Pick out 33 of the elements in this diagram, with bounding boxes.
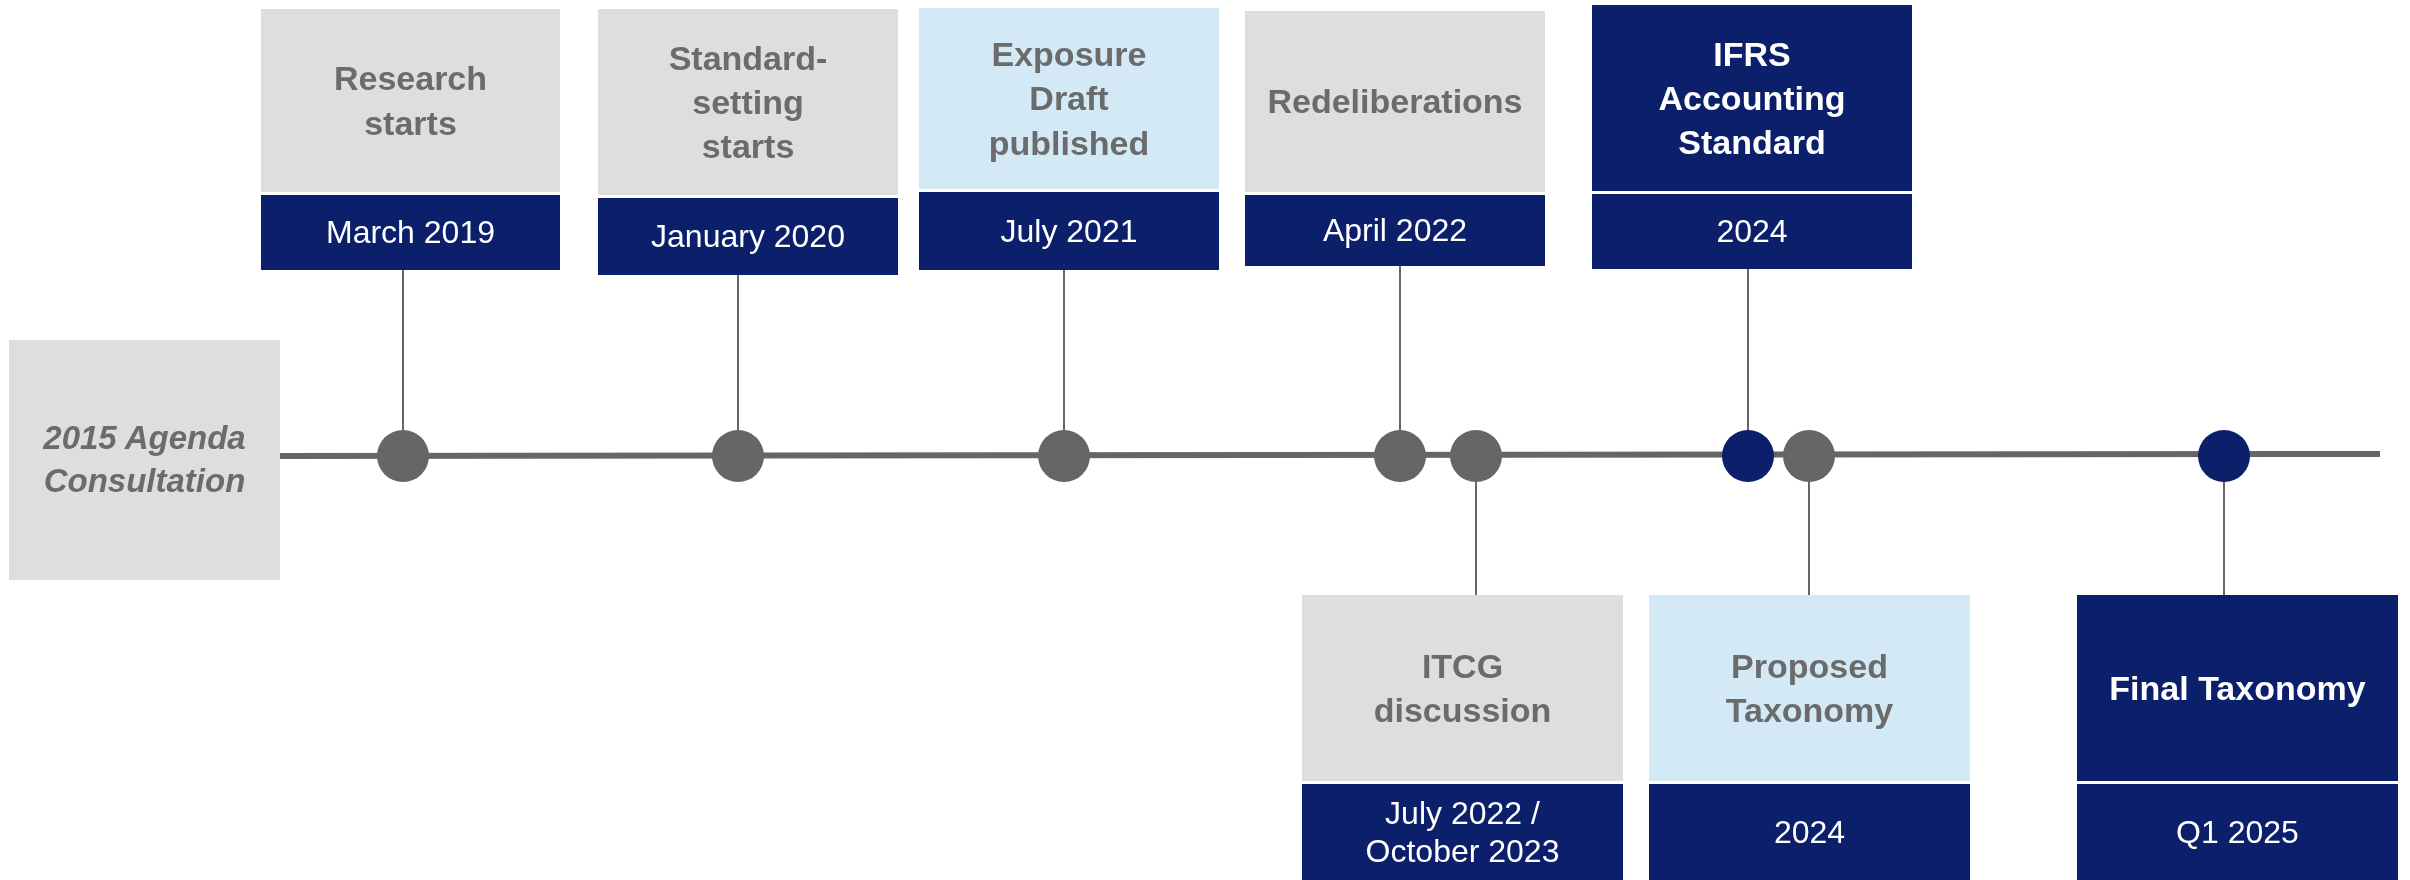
date-bar: January 2020 xyxy=(598,198,898,275)
milestone-card xyxy=(1302,595,1623,880)
milestone-heading: Research starts xyxy=(261,9,560,192)
milestone-card xyxy=(1649,595,1970,880)
milestone-card xyxy=(2077,595,2398,880)
date-bar: 2024 xyxy=(1592,194,1912,269)
date-bar: July 2021 xyxy=(919,192,1219,270)
milestone-card xyxy=(261,9,560,270)
connector-line xyxy=(1063,269,1065,431)
milestone-heading: ITCG discussion xyxy=(1302,595,1623,781)
date-bar: March 2019 xyxy=(261,195,560,270)
connector-line xyxy=(737,274,739,431)
connector-line xyxy=(1475,481,1477,596)
date-bar: 2024 xyxy=(1649,784,1970,880)
milestone-card xyxy=(598,9,898,275)
milestone-heading: Proposed Taxonomy xyxy=(1649,595,1970,781)
milestone-card xyxy=(1245,11,1545,266)
date-bar: Q1 2025 xyxy=(2077,784,2398,880)
date-bar: April 2022 xyxy=(1245,195,1545,266)
connector-line xyxy=(402,269,404,431)
connector-line xyxy=(1747,268,1749,431)
date-bar: July 2022 / October 2023 xyxy=(1302,784,1623,880)
milestone-heading: Redeliberations xyxy=(1245,11,1545,192)
milestone-card xyxy=(919,8,1219,270)
milestone-heading: Final Taxonomy xyxy=(2077,595,2398,781)
connector-line xyxy=(2223,481,2225,596)
milestone-heading: Exposure Draft published xyxy=(919,8,1219,189)
milestone-heading: IFRS Accounting Standard xyxy=(1592,5,1912,191)
connector-line xyxy=(1808,481,1810,596)
start-box: 2015 Agenda Consultation xyxy=(9,340,280,580)
milestone-card xyxy=(1592,5,1912,269)
milestone-heading: Standard-setting starts xyxy=(598,9,898,195)
connector-line xyxy=(1399,265,1401,431)
